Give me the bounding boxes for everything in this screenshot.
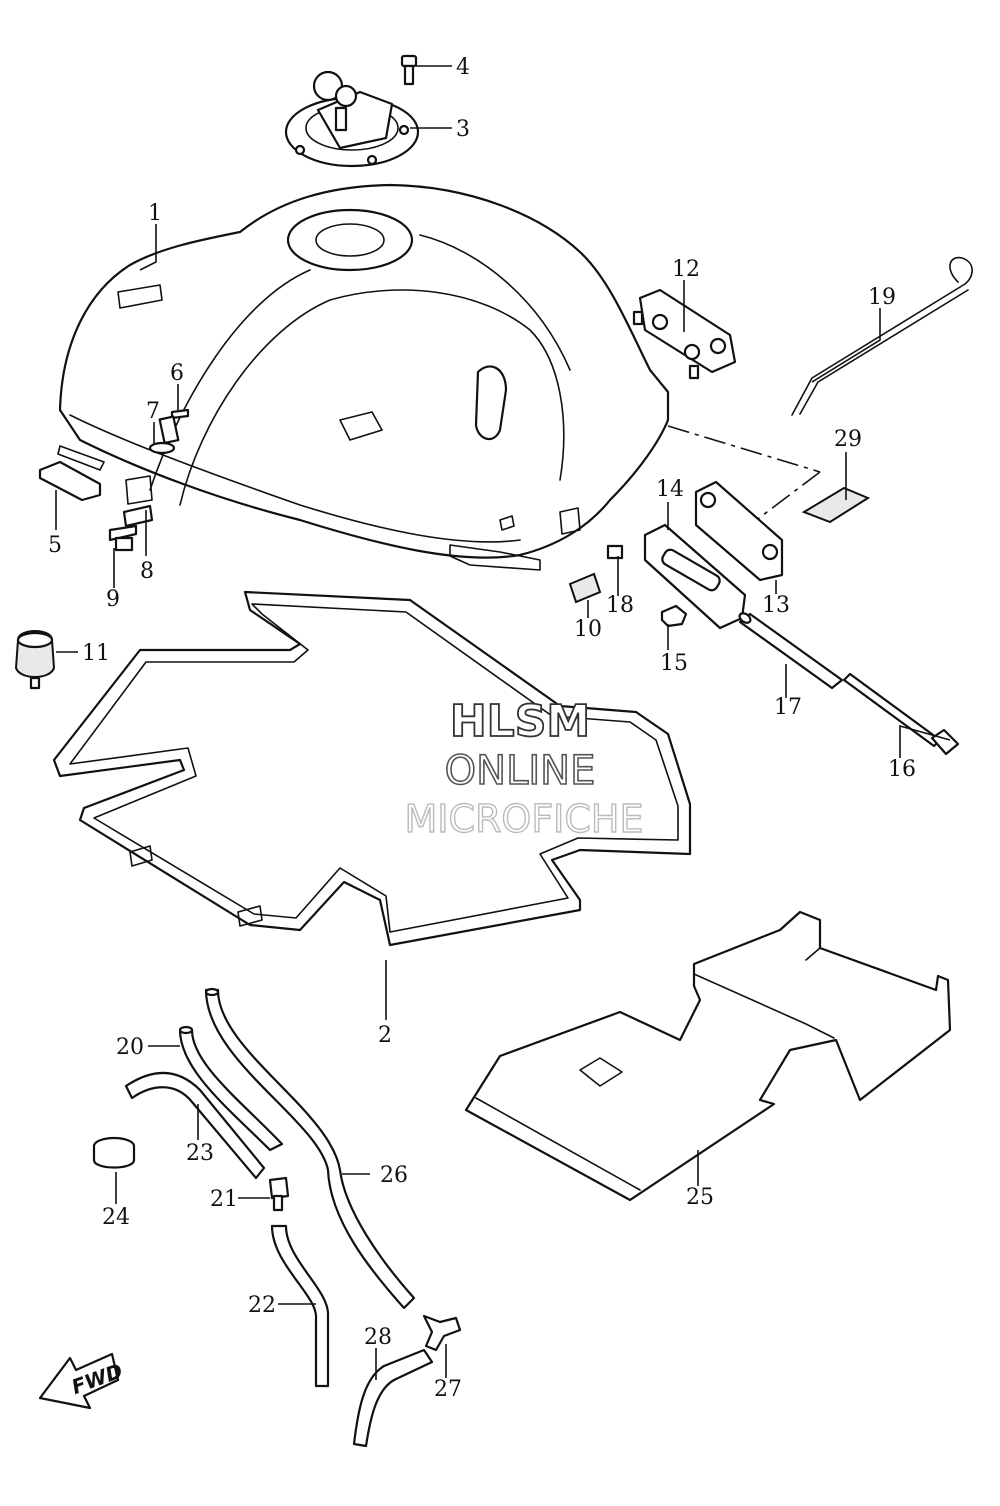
callout-26[interactable]: 26 bbox=[380, 1163, 408, 1188]
mesh-pad-part-10[interactable] bbox=[568, 572, 602, 604]
callout-7[interactable]: 7 bbox=[146, 399, 160, 424]
cushion-part-11[interactable] bbox=[14, 630, 56, 690]
forward-arrow-icon: FWD bbox=[38, 1352, 126, 1410]
callout-28[interactable]: 28 bbox=[364, 1325, 392, 1350]
callout-22[interactable]: 22 bbox=[248, 1293, 276, 1318]
callout-6[interactable]: 6 bbox=[170, 361, 184, 386]
watermark-line-3: MICROFICHE bbox=[404, 797, 643, 841]
callout-23[interactable]: 23 bbox=[186, 1141, 214, 1166]
bracket-part-13[interactable] bbox=[694, 480, 784, 582]
callout-19[interactable]: 19 bbox=[868, 285, 896, 310]
callout-11[interactable]: 11 bbox=[82, 641, 110, 666]
callout-29[interactable]: 29 bbox=[834, 427, 862, 452]
callout-3[interactable]: 3 bbox=[456, 117, 470, 142]
callout-8[interactable]: 8 bbox=[140, 559, 154, 584]
callout-10[interactable]: 10 bbox=[574, 617, 602, 642]
callout-18[interactable]: 18 bbox=[606, 593, 634, 618]
callout-13[interactable]: 13 bbox=[762, 593, 790, 618]
heat-shield-part-25[interactable] bbox=[464, 910, 952, 1202]
leader-lines bbox=[55, 65, 951, 1380]
bolt-part-4[interactable] bbox=[400, 54, 418, 86]
callout-15[interactable]: 15 bbox=[660, 651, 688, 676]
callout-5[interactable]: 5 bbox=[48, 533, 62, 558]
watermark-line-1: HLSM bbox=[450, 696, 590, 747]
wire-clip-part-19[interactable] bbox=[791, 256, 973, 416]
callout-2[interactable]: 2 bbox=[378, 1023, 392, 1048]
t-fitting-part-21[interactable] bbox=[268, 1176, 290, 1212]
hose-part-26[interactable] bbox=[204, 987, 416, 1310]
nut-part-15[interactable] bbox=[660, 604, 688, 628]
callout-21[interactable]: 21 bbox=[210, 1187, 238, 1212]
pad-part-29[interactable] bbox=[801, 486, 871, 524]
watermark: HLSM ONLINE MICROFICHE bbox=[404, 695, 644, 842]
callout-20[interactable]: 20 bbox=[116, 1035, 144, 1060]
ring-part-24[interactable] bbox=[92, 1136, 136, 1169]
callout-9[interactable]: 9 bbox=[106, 587, 120, 612]
fitting-part-27[interactable] bbox=[422, 1314, 462, 1352]
callout-14[interactable]: 14 bbox=[656, 477, 684, 502]
watermark-line-2: ONLINE bbox=[445, 748, 596, 794]
callout-1[interactable]: 1 bbox=[148, 201, 162, 226]
fuel-tank-part-1[interactable] bbox=[58, 183, 670, 571]
fuel-cap-part-3[interactable] bbox=[284, 70, 420, 168]
gasket-part-2[interactable] bbox=[52, 590, 692, 947]
washer-part-7[interactable] bbox=[148, 441, 176, 455]
assembly-line bbox=[667, 425, 821, 473]
callout-12[interactable]: 12 bbox=[672, 257, 700, 282]
grommet-part-8[interactable] bbox=[122, 475, 154, 528]
callout-27[interactable]: 27 bbox=[434, 1377, 462, 1402]
callout-16[interactable]: 16 bbox=[888, 757, 916, 782]
callout-4[interactable]: 4 bbox=[456, 55, 470, 80]
bolt-part-16[interactable] bbox=[842, 672, 960, 756]
callout-labels: 1 2 3 4 5 6 7 8 9 10 11 12 13 14 15 16 1… bbox=[48, 55, 916, 1402]
bracket-part-12[interactable] bbox=[632, 288, 737, 380]
callout-24[interactable]: 24 bbox=[102, 1205, 130, 1230]
screw-part-6[interactable] bbox=[158, 408, 190, 445]
nut-part-18[interactable] bbox=[606, 544, 624, 560]
hose-part-28[interactable] bbox=[352, 1348, 434, 1448]
bracket-part-5[interactable] bbox=[38, 445, 105, 502]
callout-25[interactable]: 25 bbox=[686, 1185, 714, 1210]
spacer-part-17[interactable] bbox=[738, 611, 844, 690]
hose-part-22[interactable] bbox=[270, 1224, 330, 1388]
hose-part-23[interactable] bbox=[124, 1071, 266, 1180]
plug-part-9[interactable] bbox=[108, 524, 138, 552]
callout-17[interactable]: 17 bbox=[774, 695, 802, 720]
hose-part-20[interactable] bbox=[178, 1025, 284, 1152]
